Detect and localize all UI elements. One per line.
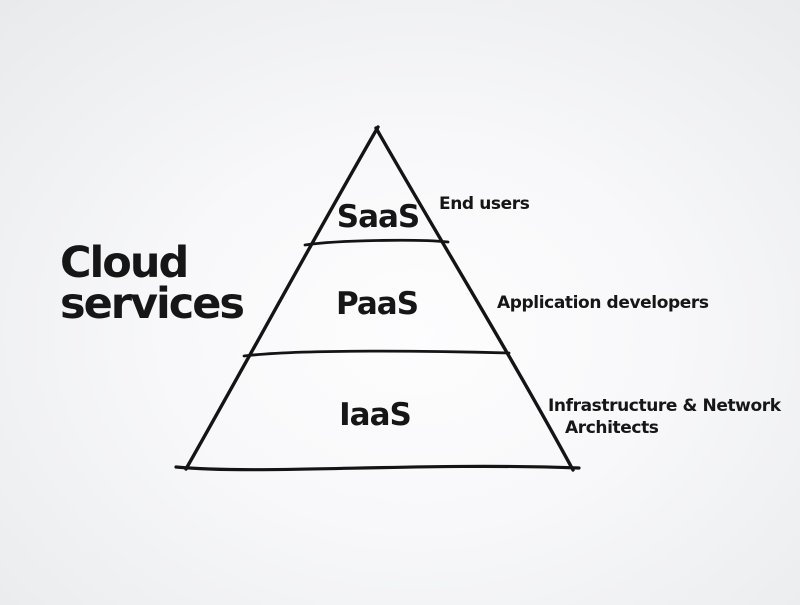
pyramid-right-edge (374, 126, 575, 472)
audience-label-iaas-line1: Infrastructure & Network (548, 396, 781, 416)
page-title-line2: services (60, 279, 245, 329)
pyramid-left-edge (184, 125, 380, 471)
audience-label-iaas: Infrastructure & Network Architects (548, 395, 781, 439)
page-title-line1: Cloud (60, 238, 189, 288)
divider-saas-paas (303, 238, 450, 247)
layer-label-paas: PaaS (335, 286, 419, 322)
layer-label-saas: SaaS (336, 199, 420, 235)
layer-label-iaas: IaaS (339, 397, 412, 433)
page-title: Cloud services (60, 242, 245, 326)
divider-paas-iaas (242, 349, 511, 358)
audience-label-iaas-line2: Architects (565, 418, 659, 438)
audience-label-paas: Application developers (497, 293, 709, 313)
pyramid-base-line (174, 464, 581, 472)
audience-label-saas: End users (439, 194, 530, 214)
